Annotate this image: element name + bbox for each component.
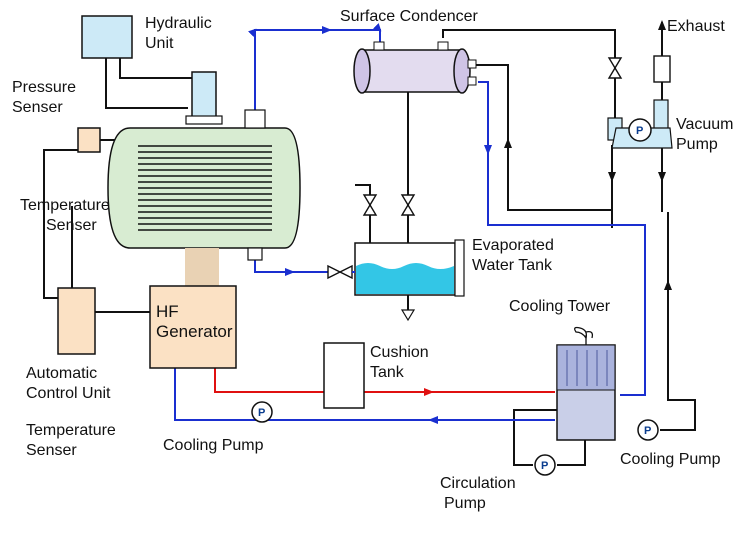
label-cooling-pump-right: Cooling Pump [620,451,721,468]
blue-pipes [174,22,646,421]
heating-plates [138,145,272,231]
label-automatic-control-unit: Automatic Control Unit [26,365,111,402]
condenser-nozzle-4 [467,76,477,86]
pump-cooling-left: P [251,401,273,423]
label-temperature-sensor-top: Temperature Senser [20,197,110,234]
tower-return [660,212,696,431]
label-vacuum-pump: Vacuum Pump [676,116,734,153]
condenser-nozzle-2 [437,41,449,51]
vacuum-exhaust-filter [653,55,671,83]
arrow-up-1 [504,138,512,148]
arrow-up-2 [664,280,672,290]
label-pressure-sensor: Pressure Senser [12,79,77,116]
pump-circulation: P [534,454,556,476]
vacuum-pump-circle [628,118,652,142]
evap-water [356,263,454,294]
pump-cooling-right: P [637,419,659,441]
vessel-support [185,248,219,286]
condenser-left-head [353,48,371,94]
hydraulic-cylinder [191,71,217,118]
arrow-evap [285,268,295,276]
svg-text:P: P [644,425,651,437]
condenser-shell [361,49,461,93]
valve-evap-inlet [327,264,353,280]
circulation-loop [513,409,557,466]
condenser-return [478,81,646,396]
label-cushion-tank: Cushion Tank [370,344,429,381]
evap-vent [355,184,371,243]
valve-vent [362,194,378,216]
arrow-return [428,416,438,424]
vacuum-pump-symbol: P [636,125,643,137]
valves [327,57,623,280]
svg-text:P: P [541,460,548,472]
circulation-pump-circle [534,454,556,476]
tower-louvers [566,350,608,386]
cooling-pump-left-circle [251,401,273,423]
vacuum-pump: P [607,55,673,149]
steam-line [247,22,382,118]
label-temperature-sensor-bottom: Temperature Senser [26,422,116,459]
arrow-down-2 [658,172,666,182]
label-exhaust: Exhaust [667,18,725,35]
vessel-bottom-nozzle [247,247,263,261]
condenser-coolant-out [465,64,612,211]
svg-text:P: P [258,407,265,419]
cushion-tank-box [323,342,365,409]
vessel-top-nozzle [244,109,266,129]
surface-condenser [353,41,477,94]
vessel-to-evap-tank [254,258,330,273]
valve-vacuum [607,57,623,79]
label-hydraulic-unit: Hydraulic Unit [145,15,212,52]
hot-water-line [214,368,555,393]
cooling-pump-right-circle [637,419,659,441]
arrow-steam [322,26,332,34]
cylinder-flange [185,115,223,125]
hydraulic-line-1 [119,58,195,79]
valve-drain [400,194,416,216]
cooling-return-left [174,368,555,421]
arrow-condenser [484,145,492,155]
arrow-hot [424,388,434,396]
label-cooling-pump-left: Cooling Pump [163,437,264,454]
label-cooling-tower: Cooling Tower [509,298,611,315]
condenser-right-head [453,48,471,94]
evaporated-water-tank [354,239,465,322]
hydraulic-line-2 [105,58,188,109]
fan-icon [574,326,594,340]
hydraulic-unit-box [81,15,133,59]
arrow-down-1 [608,172,616,182]
blue-arrows [285,26,492,424]
tower-top [556,344,616,391]
control-unit-box [57,287,96,355]
cooling-tower [556,326,616,441]
drain-funnel [400,309,416,322]
evap-gauge [454,239,465,297]
pressure-sensor-box [77,127,101,153]
label-hf-generator: HF Generator [156,302,233,341]
hf-generator-box [149,285,237,369]
condenser-nozzle-3 [467,59,477,69]
vacuum-vessel [107,109,301,286]
label-surface-condenser: Surface Condencer [340,8,478,25]
label-circulation-pump: Circulation Pump [440,475,516,512]
condenser-nozzle-1 [373,41,385,51]
label-evaporated-water-tank: Evaporated Water Tank [472,237,554,274]
temperature-loop [43,149,80,299]
